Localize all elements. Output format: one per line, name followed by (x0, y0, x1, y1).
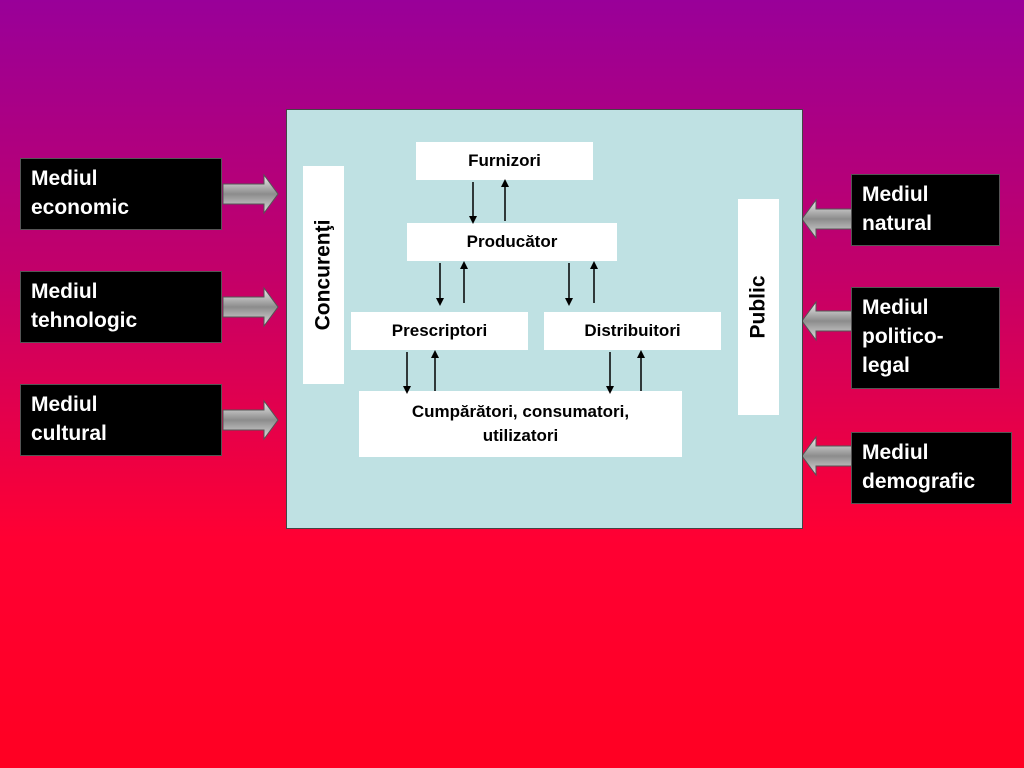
suppliers-label: Furnizori (468, 151, 541, 170)
distributors-box: Distribuitori (544, 312, 721, 350)
buyers-box: Cumpărători, consumatori, utilizatori (359, 391, 682, 457)
buyers-label-line1: Cumpărători, consumatori, (411, 402, 630, 421)
env-label-line2: cultural (31, 422, 107, 445)
env-label-line2: natural (862, 212, 933, 235)
env-box-politico-legal: Mediul politico- legal (851, 287, 1000, 389)
env-label-line1: Mediul (31, 167, 98, 190)
env-label-line3: legal (862, 354, 910, 377)
micro-environment-panel: Concurenţi Public Furnizori Producător P… (286, 109, 803, 529)
env-label-line2: politico- (862, 325, 944, 348)
env-label-line2: demografic (862, 470, 976, 493)
env-label-line2: economic (31, 196, 130, 219)
arrow-right-icon (222, 399, 279, 441)
buyers-label-line2: utilizatori (482, 426, 559, 445)
arrow-left-icon (801, 435, 853, 477)
prescribers-label: Prescriptori (391, 321, 488, 340)
flow-arrows (403, 179, 645, 394)
arrow-left-icon (801, 300, 853, 342)
arrow-left-icon (801, 198, 853, 240)
env-box-cultural: Mediul cultural (20, 384, 222, 456)
env-label-line1: Mediul (862, 296, 929, 319)
env-box-demografic: Mediul demografic (851, 432, 1012, 504)
env-box-tehnologic: Mediul tehnologic (20, 271, 222, 343)
env-label-line1: Mediul (31, 280, 98, 303)
env-label-line1: Mediul (862, 441, 929, 464)
distributors-label: Distribuitori (584, 321, 681, 340)
arrow-right-icon (222, 173, 279, 215)
public-box: Public (738, 199, 779, 415)
arrow-right-icon (222, 286, 279, 328)
env-box-natural: Mediul natural (851, 174, 1000, 246)
env-box-economic: Mediul economic (20, 158, 222, 230)
env-label-line1: Mediul (31, 393, 98, 416)
producer-box: Producător (407, 223, 617, 261)
competitors-box: Concurenţi (303, 166, 344, 384)
producer-label: Producător (466, 232, 558, 251)
prescribers-box: Prescriptori (351, 312, 528, 350)
suppliers-box: Furnizori (416, 142, 593, 180)
env-label-line2: tehnologic (31, 309, 138, 332)
env-label-line1: Mediul (862, 183, 929, 206)
